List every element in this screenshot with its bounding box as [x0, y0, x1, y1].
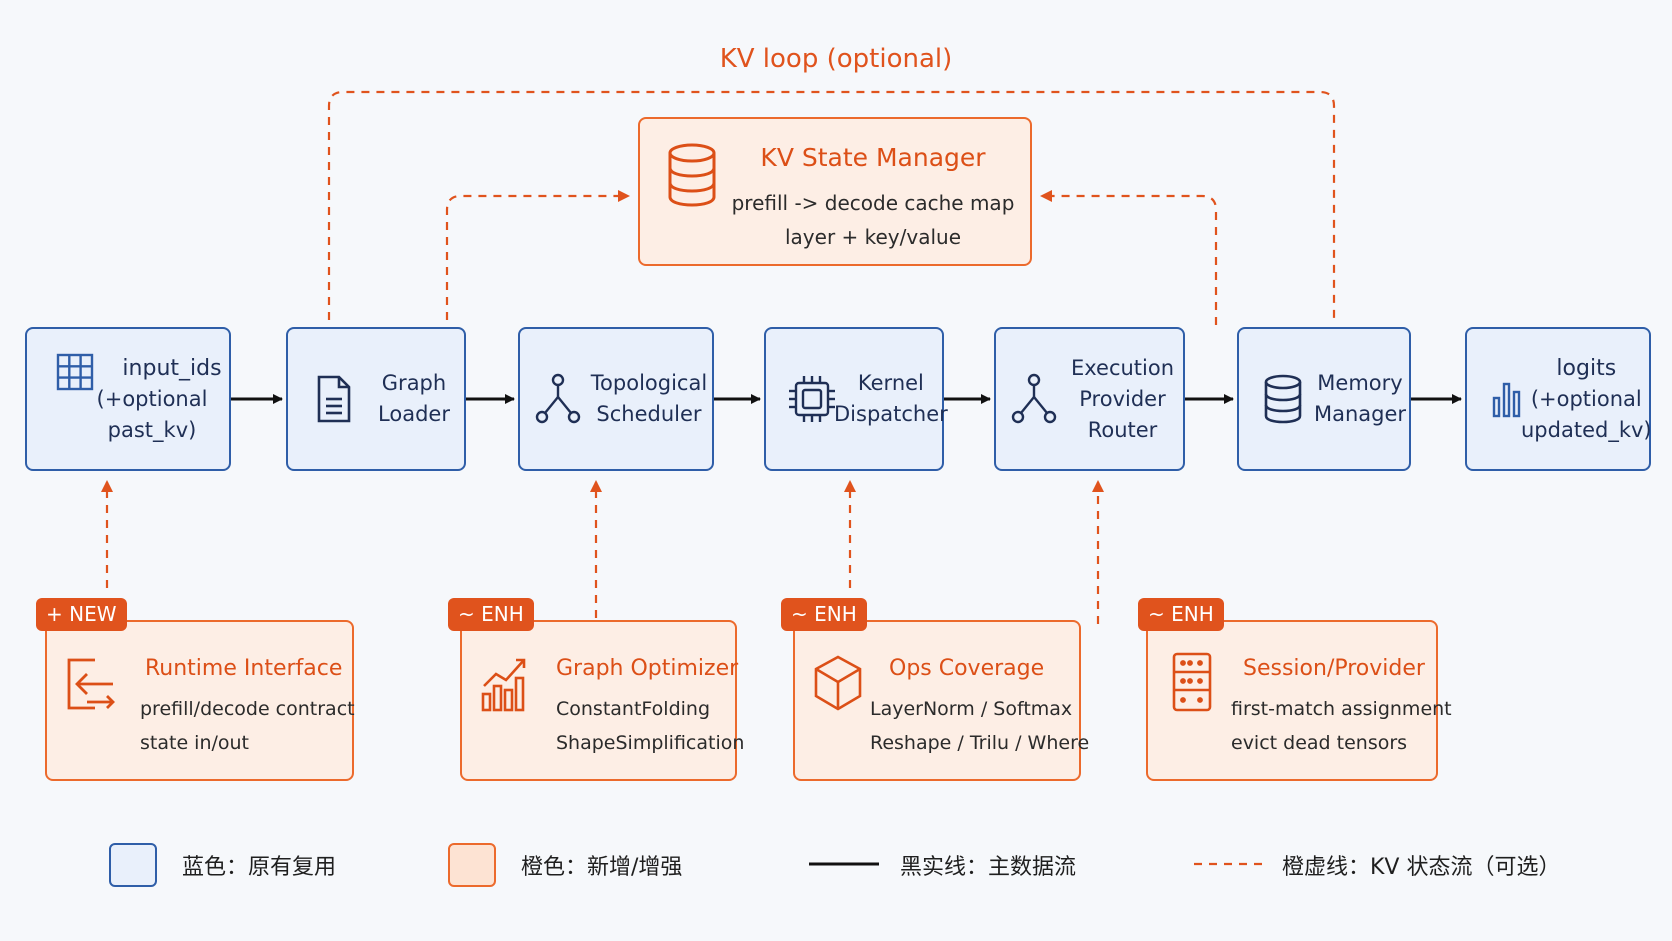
node-input-ids-line-3: past_kv) — [107, 417, 197, 442]
node-graph-loader-label: Graph Loader — [364, 368, 464, 430]
tag-enh: ~ ENH — [781, 598, 867, 631]
card-ops-coverage-line-1: LayerNorm / Softmax — [870, 698, 1073, 720]
database-icon — [666, 143, 718, 211]
node-memory-manager-line-2: Manager — [1313, 402, 1407, 426]
node-execution-provider-router-line-2: Provider — [1079, 386, 1166, 411]
legend-orange-swatch — [448, 843, 496, 887]
kv-state-flow — [101, 90, 1336, 624]
node-execution-provider-router-line-3: Router — [1087, 417, 1158, 442]
branch-icon — [530, 373, 586, 425]
node-execution-provider-router-line-1: Execution — [1070, 355, 1175, 380]
card-session-provider-title: Session/Provider — [1243, 656, 1425, 681]
kv-state-manager-title: KV State Manager — [760, 143, 986, 172]
legend-blue-text: 蓝色：原有复用 — [182, 855, 337, 880]
node-topological-scheduler-line-1: Topological — [590, 371, 708, 395]
kv-memory-to-manager — [1040, 190, 1218, 325]
node-kernel-dispatcher-line-1: Kernel — [857, 371, 924, 395]
node-graph-loader-line-2: Loader — [378, 402, 450, 426]
node-logits-line-1: logits — [1556, 355, 1617, 381]
branch-icon — [1006, 373, 1062, 425]
database-icon — [1255, 374, 1311, 424]
bar-chart-icon — [1487, 380, 1527, 418]
card-graph-optimizer[interactable]: Graph Optimizer ConstantFolding ShapeSim… — [460, 620, 744, 781]
legend-orange-text: 橙色：新增/增强 — [521, 855, 683, 880]
node-execution-provider-router-label: Execution Provider Router — [1062, 353, 1183, 446]
node-graph-loader-line-1: Graph — [381, 371, 447, 395]
kv-loop-line — [327, 90, 1336, 320]
node-input-ids-line-1: input_ids — [122, 355, 222, 381]
card-session-provider-line-2: evict dead tensors — [1231, 732, 1408, 754]
card-runtime-interface[interactable]: Runtime Interface prefill/decode contrac… — [45, 620, 355, 781]
kv-state-manager-line-1: prefill -> decode cache map — [731, 191, 1015, 215]
tag-new: + NEW — [36, 598, 127, 631]
node-kernel-dispatcher-line-2: Dispatcher — [834, 402, 948, 426]
server-icon — [1172, 652, 1212, 716]
card-ops-coverage[interactable]: Ops Coverage LayerNorm / Softmax Reshape… — [793, 620, 1089, 781]
card-session-provider-line-1: first-match assignment — [1231, 698, 1452, 720]
legend-blue-swatch — [109, 843, 157, 887]
node-logits-label: logits (+optional updated_kv) — [1521, 353, 1652, 446]
card-runtime-interface-title: Runtime Interface — [145, 656, 343, 681]
node-logits-line-2: (+optional — [1530, 386, 1642, 411]
node-kernel-dispatcher[interactable]: Kernel Dispatcher — [764, 327, 948, 471]
card-ops-coverage-title: Ops Coverage — [889, 656, 1045, 681]
document-icon — [304, 374, 364, 424]
node-graph-loader[interactable]: Graph Loader — [286, 327, 466, 471]
kv-state-manager[interactable]: KV State Manager prefill -> decode cache… — [638, 117, 1032, 266]
node-memory-manager-line-1: Memory — [1317, 371, 1403, 395]
grid-icon — [39, 353, 111, 391]
card-ops-coverage-line-2: Reshape / Trilu / Where — [870, 732, 1090, 754]
kv-loader-to-manager — [445, 190, 630, 320]
card-graph-optimizer-title: Graph Optimizer — [556, 656, 739, 681]
card-graph-optimizer-line-2: ShapeSimplification — [556, 732, 745, 754]
node-topological-scheduler-label: Topological Scheduler — [586, 368, 712, 430]
kv-loop-title: KV loop (optional) — [719, 44, 953, 74]
tag-enh: ~ ENH — [1138, 598, 1224, 631]
card-graph-optimizer-line-1: ConstantFolding — [556, 698, 711, 720]
node-input-ids-line-2: (+optional — [96, 386, 208, 411]
node-logits-line-3: updated_kv) — [1521, 417, 1652, 442]
node-memory-manager[interactable]: Memory Manager — [1237, 327, 1411, 471]
legend-solid-text: 黑实线：主数据流 — [900, 855, 1077, 880]
node-memory-manager-label: Memory Manager — [1311, 368, 1409, 430]
chip-icon — [784, 374, 840, 424]
node-execution-provider-router[interactable]: Execution Provider Router — [994, 327, 1185, 471]
node-topological-scheduler-line-2: Scheduler — [596, 402, 702, 426]
card-runtime-interface-line-2: state in/out — [140, 732, 250, 754]
trend-chart-icon — [480, 656, 530, 716]
arrow-left-bracket-icon — [65, 656, 117, 716]
legend-dashed-text: 橙虚线：KV 状态流（可选） — [1282, 855, 1561, 880]
kv-state-manager-line-2: layer + key/value — [784, 225, 962, 249]
node-input-ids[interactable]: input_ids (+optional past_kv) — [25, 327, 231, 471]
card-session-provider[interactable]: Session/Provider first-match assignment … — [1146, 620, 1452, 781]
node-input-ids-label: input_ids (+optional past_kv) — [75, 353, 229, 446]
node-kernel-dispatcher-label: Kernel Dispatcher — [834, 368, 948, 430]
card-runtime-interface-line-1: prefill/decode contract — [140, 698, 355, 720]
cube-icon — [813, 654, 863, 716]
node-logits[interactable]: logits (+optional updated_kv) — [1465, 327, 1652, 471]
tag-enh: ~ ENH — [448, 598, 534, 631]
node-topological-scheduler[interactable]: Topological Scheduler — [518, 327, 714, 471]
